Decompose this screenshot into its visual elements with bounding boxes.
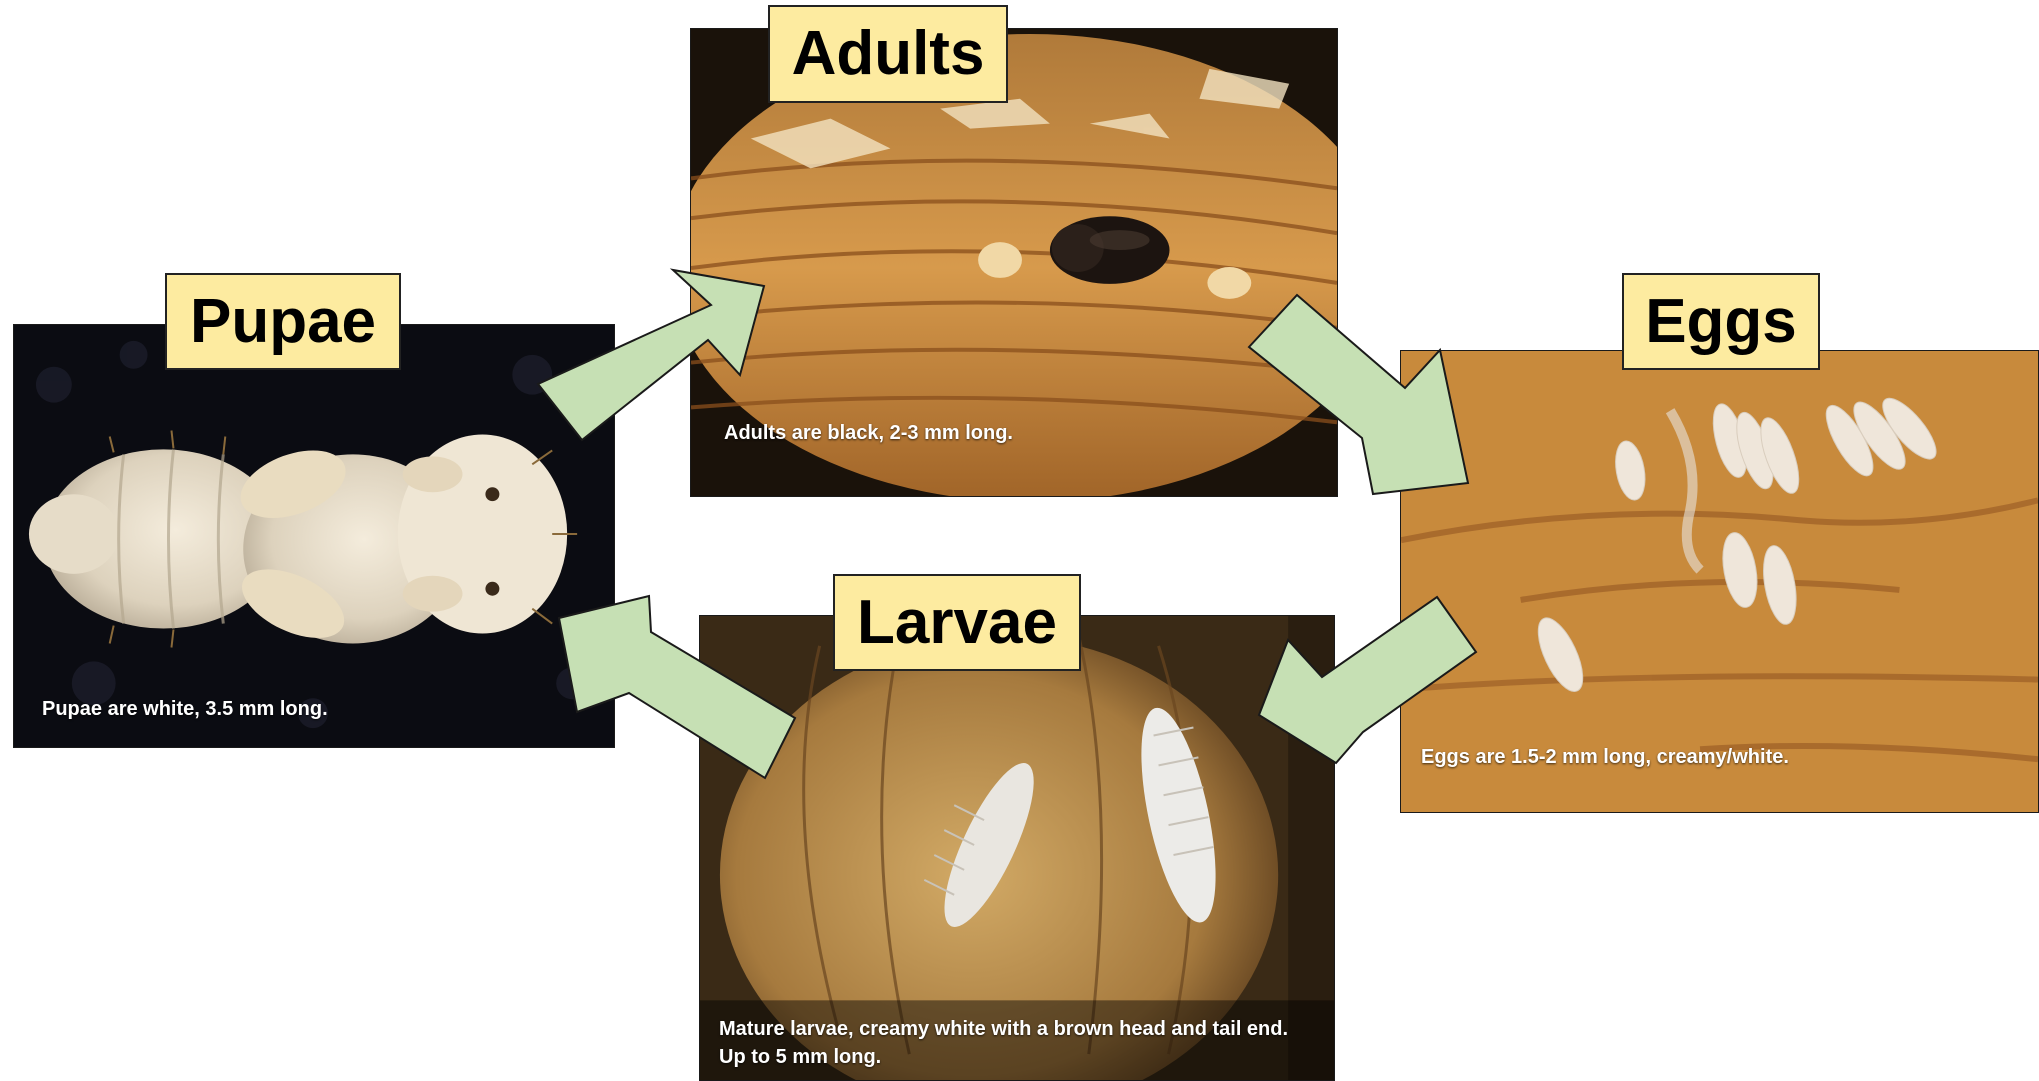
adults-label: Adults xyxy=(768,5,1008,103)
eggs-caption: Eggs are 1.5-2 mm long, creamy/white. xyxy=(1421,743,1789,771)
pupae-image xyxy=(14,325,614,747)
pupae-label: Pupae xyxy=(165,273,401,370)
eggs-photo: Eggs are 1.5-2 mm long, creamy/white. xyxy=(1400,350,2039,813)
eggs-label: Eggs xyxy=(1622,273,1820,370)
larvae-photo: Mature larvae, creamy white with a brown… xyxy=(699,615,1335,1081)
pupae-photo: Pupae are white, 3.5 mm long. xyxy=(13,324,615,748)
pupae-caption: Pupae are white, 3.5 mm long. xyxy=(42,695,328,723)
larvae-label: Larvae xyxy=(833,574,1081,671)
adults-caption: Adults are black, 2-3 mm long. xyxy=(724,419,1013,447)
larvae-image xyxy=(700,616,1334,1080)
larvae-caption: Mature larvae, creamy white with a brown… xyxy=(719,1015,1319,1071)
